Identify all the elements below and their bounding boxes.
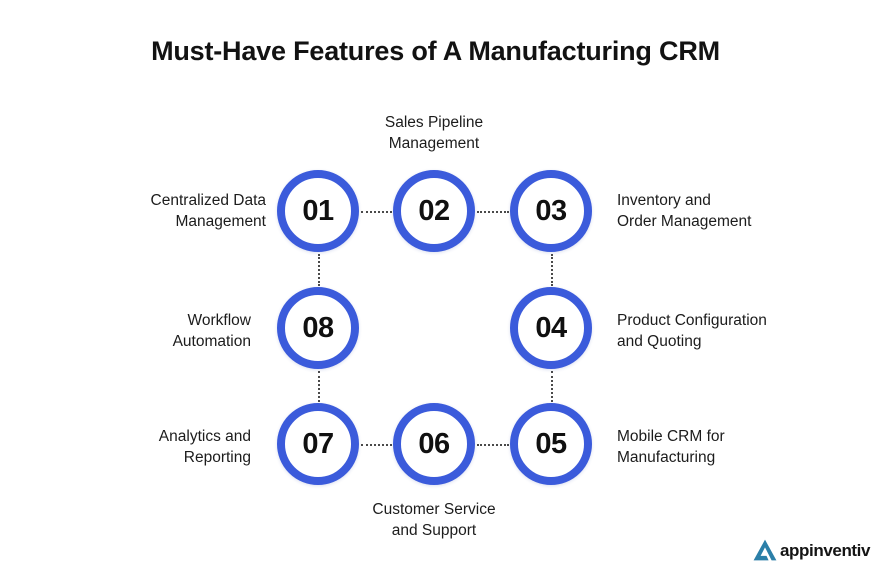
node-label-05-line1: Mobile CRM for: [617, 428, 725, 445]
connector-07-08: [318, 371, 320, 402]
node-label-06-line2: and Support: [391, 522, 477, 539]
node-circle-01[interactable]: 01: [277, 170, 359, 252]
node-label-06-line1: Customer Service: [372, 501, 496, 518]
node-number-06: 06: [418, 427, 450, 460]
node-label-02-line1: Sales Pipeline: [384, 114, 484, 131]
node-label-04: Product Configuration and Quoting: [617, 310, 847, 352]
brand-wordmark: appinventiv: [780, 540, 871, 560]
node-label-01: Centralized Data Management: [70, 190, 266, 232]
node-circle-07[interactable]: 07: [277, 403, 359, 485]
node-label-08: Workflow Automation: [70, 310, 251, 352]
node-label-07: Analytics and Reporting: [70, 426, 251, 468]
node-label-02-line2: Management: [388, 135, 480, 152]
connector-03-04: [551, 254, 553, 286]
node-label-03: Inventory and Order Management: [617, 190, 847, 232]
node-label-06: Customer Service and Support: [344, 499, 524, 541]
node-label-08-line1: Workflow: [187, 312, 251, 329]
node-label-07-line1: Analytics and: [158, 428, 251, 445]
connector-08-01: [318, 254, 320, 286]
node-label-01-line1: Centralized Data: [150, 192, 266, 209]
node-circle-08[interactable]: 08: [277, 287, 359, 369]
node-label-05: Mobile CRM for Manufacturing: [617, 426, 847, 468]
connector-02-03: [477, 211, 509, 213]
brand-logo[interactable]: appinventiv: [752, 538, 870, 562]
node-label-01-line2: Management: [175, 213, 266, 230]
node-number-08: 08: [302, 311, 334, 344]
node-number-02: 02: [418, 194, 450, 227]
connector-04-05: [551, 371, 553, 402]
node-number-07: 07: [302, 427, 334, 460]
node-label-08-line2: Automation: [172, 333, 251, 350]
node-label-05-line2: Manufacturing: [617, 449, 716, 466]
node-label-07-line2: Reporting: [183, 449, 251, 466]
node-circle-04[interactable]: 04: [510, 287, 592, 369]
node-circle-02[interactable]: 02: [393, 170, 475, 252]
node-label-02: Sales Pipeline Management: [344, 112, 524, 154]
node-number-01: 01: [302, 194, 334, 227]
page-title: Must-Have Features of A Manufacturing CR…: [151, 36, 720, 66]
connector-05-06: [477, 444, 509, 446]
connector-06-07: [361, 444, 392, 446]
node-circle-05[interactable]: 05: [510, 403, 592, 485]
node-number-03: 03: [535, 194, 567, 227]
node-label-03-line1: Inventory and: [617, 192, 711, 209]
node-number-04: 04: [535, 311, 567, 344]
appinventiv-logo-icon: [753, 539, 777, 561]
node-circle-06[interactable]: 06: [393, 403, 475, 485]
node-number-05: 05: [535, 427, 567, 460]
node-label-03-line2: Order Management: [617, 213, 752, 230]
node-label-04-line2: and Quoting: [617, 333, 702, 350]
node-circle-03[interactable]: 03: [510, 170, 592, 252]
connector-01-02: [361, 211, 392, 213]
node-label-04-line1: Product Configuration: [617, 312, 767, 329]
